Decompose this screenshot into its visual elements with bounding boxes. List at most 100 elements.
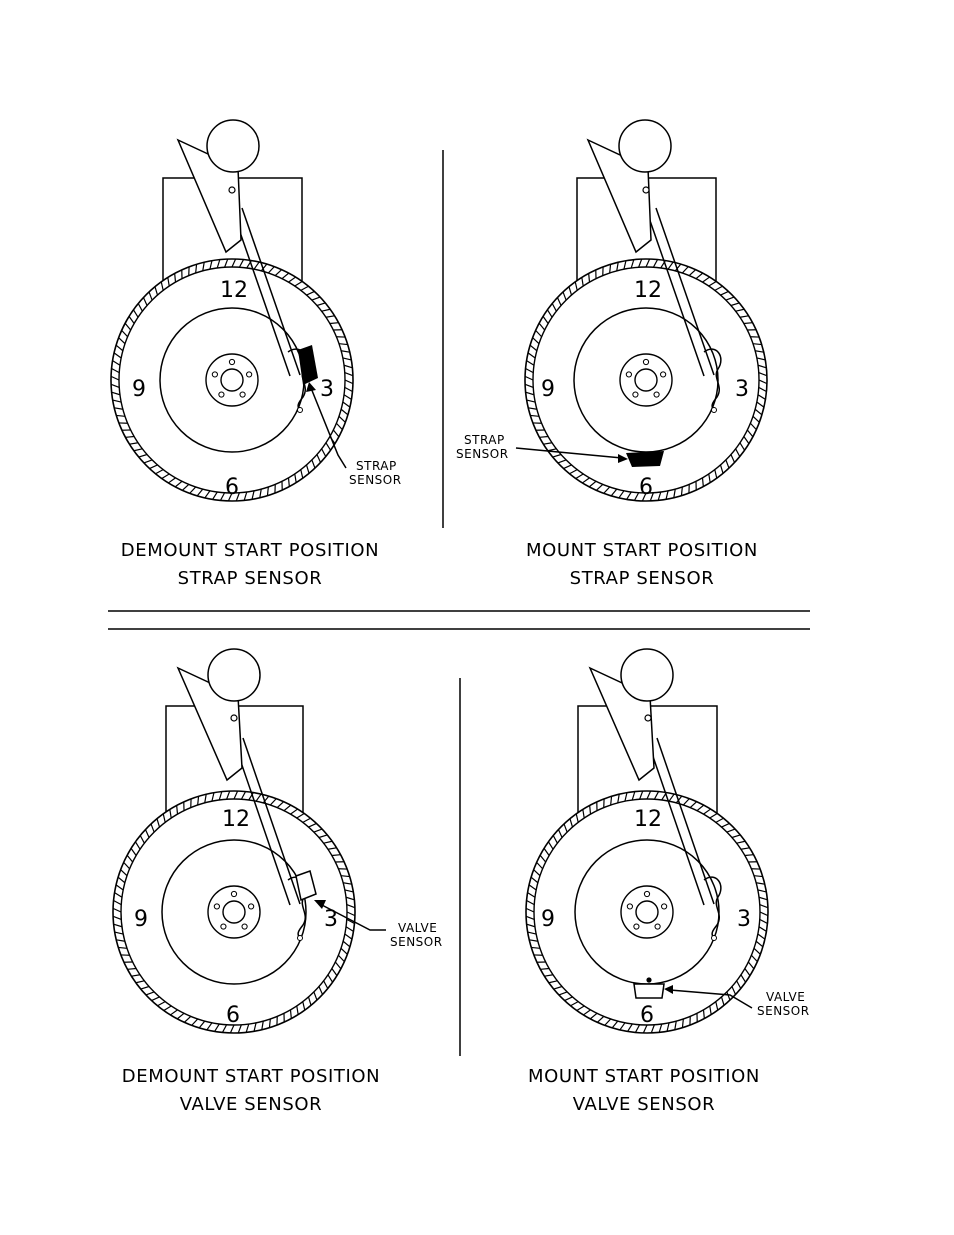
- tread-mark: [688, 269, 697, 277]
- tread-mark: [231, 258, 237, 268]
- hook-tip: [297, 407, 303, 413]
- tread-mark: [626, 491, 632, 500]
- tread-mark: [140, 985, 150, 990]
- callout-line2: SENSOR: [349, 473, 402, 487]
- clock-9: 9: [541, 907, 555, 932]
- tread-mark: [332, 429, 340, 438]
- tread-mark: [137, 303, 143, 312]
- tread-mark: [735, 448, 741, 457]
- tread-mark: [633, 492, 640, 501]
- tread-mark: [243, 491, 248, 501]
- caption-line2: VALVE SENSOR: [180, 1094, 323, 1115]
- tread-mark: [116, 414, 126, 417]
- tread-mark: [212, 491, 218, 500]
- callout-arrowhead: [306, 382, 316, 392]
- tool-arm-line-a: [241, 207, 301, 376]
- tool-arm-line-b: [232, 211, 291, 377]
- tread-mark: [642, 1024, 648, 1034]
- tread-mark: [546, 309, 553, 318]
- tread-mark: [714, 285, 723, 291]
- hook-tip: [297, 935, 303, 941]
- tread-mark: [253, 1022, 257, 1032]
- tread-mark: [562, 291, 567, 301]
- tread-mark: [552, 835, 558, 844]
- tread-mark: [674, 1021, 677, 1030]
- valve-sensor-block: [633, 983, 665, 999]
- tread-mark: [125, 435, 135, 438]
- tread-mark: [715, 1001, 719, 1011]
- tread-mark: [283, 804, 292, 812]
- tread-mark: [583, 1009, 591, 1016]
- tread-mark: [702, 1009, 705, 1019]
- tread-mark: [248, 792, 254, 801]
- tread-mark: [753, 875, 763, 878]
- tread-mark: [170, 1009, 178, 1016]
- hub-center-bore: [220, 368, 244, 392]
- tread-mark: [308, 822, 317, 828]
- tread-mark: [143, 459, 153, 464]
- tread-mark: [708, 280, 717, 287]
- tread-mark: [618, 490, 625, 499]
- tread-mark: [726, 991, 731, 1001]
- tread-mark: [123, 861, 131, 870]
- tread-mark: [556, 297, 562, 306]
- tread-mark: [525, 367, 534, 374]
- tread-mark: [341, 350, 350, 353]
- tread-mark: [156, 818, 161, 828]
- tread-mark: [531, 946, 541, 949]
- tread-mark: [588, 273, 591, 283]
- tread-mark: [302, 1001, 306, 1011]
- wheel-assembly: [524, 258, 768, 502]
- tread-mark: [135, 980, 145, 984]
- tread-mark: [163, 1005, 172, 1012]
- wheel-assembly: [110, 258, 354, 502]
- tread-mark: [543, 442, 553, 445]
- callout-line2: SENSOR: [390, 935, 443, 949]
- tread-mark: [529, 344, 538, 352]
- tread-mark: [680, 486, 683, 496]
- clock-6: 6: [640, 1003, 654, 1028]
- tread-mark: [162, 813, 166, 823]
- tread-mark: [269, 798, 277, 806]
- tread-mark: [115, 344, 124, 352]
- tread-mark: [730, 302, 740, 307]
- caption-line2: STRAP SENSOR: [570, 568, 715, 589]
- tread-mark: [596, 1015, 605, 1023]
- hub-center-bore: [222, 900, 246, 924]
- tread-mark: [630, 259, 635, 269]
- tread-mark: [204, 794, 207, 803]
- tread-mark: [530, 876, 539, 884]
- tire-tread: [112, 790, 356, 1034]
- lug-hole: [220, 923, 227, 930]
- tread-mark: [111, 391, 121, 396]
- tread-mark: [120, 869, 128, 877]
- tread-mark: [121, 329, 129, 338]
- tread-mark: [133, 448, 143, 452]
- tread-mark: [316, 454, 322, 463]
- tread-mark: [731, 834, 741, 839]
- tread-mark: [226, 790, 231, 800]
- tread-mark: [229, 1024, 235, 1034]
- head-pivot: [642, 186, 650, 194]
- callout-leader: [319, 903, 386, 931]
- tread-mark: [128, 316, 135, 324]
- tread-mark: [150, 823, 155, 833]
- tread-mark: [340, 947, 348, 955]
- tread-mark: [268, 1018, 271, 1028]
- tread-mark: [527, 352, 536, 359]
- tread-mark: [524, 375, 534, 381]
- tread-mark: [189, 486, 197, 494]
- panel-demount-strap: 12 3 6 9 STRAP SENSOR DEMOUNT START POSI…: [110, 119, 402, 589]
- head-knob: [206, 119, 260, 173]
- strap-sensor-block: [626, 451, 664, 467]
- tread-mark: [233, 790, 239, 800]
- tread-mark: [731, 986, 737, 995]
- tool-arm-line-a: [655, 207, 715, 376]
- tread-mark: [535, 329, 543, 338]
- tread-mark: [532, 337, 540, 345]
- tread-mark: [116, 939, 125, 942]
- tread-mark: [218, 791, 223, 801]
- wheel-assembly: [112, 790, 356, 1034]
- tread-mark: [658, 1023, 663, 1033]
- tread-mark: [536, 861, 544, 870]
